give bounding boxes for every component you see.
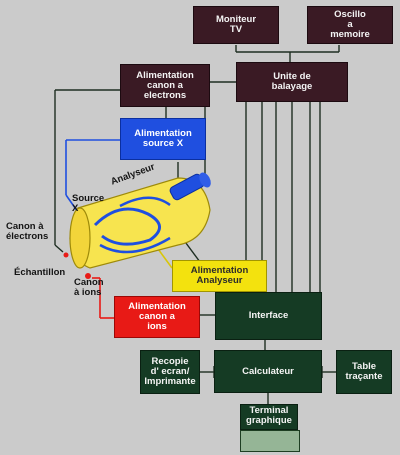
oscillo-memoire-box: Oscillo a memoire — [307, 6, 393, 44]
label-echantillon: Échantillon — [14, 267, 66, 278]
terminal-graphique-box: Terminal graphique — [240, 404, 298, 430]
alim-canon-ions-box: Alimentation canon a ions — [114, 296, 200, 338]
interface-box: Interface — [215, 292, 322, 340]
alim-canon-electrons-box: Alimentation canon a electrons — [120, 64, 210, 107]
label-source-x: Source X — [72, 193, 105, 214]
alim-analyseur-box: Alimentation Analyseur — [172, 260, 267, 292]
label-canon-electrons: Canon à électrons — [6, 221, 49, 242]
calculateur-box: Calculateur — [214, 350, 322, 393]
alim-source-x-box: Alimentation source X — [120, 118, 206, 160]
analyser-cylinder — [69, 172, 211, 269]
recopie-imprimante-box: Recopie d' ecran/ Imprimante — [140, 350, 200, 394]
label-canon-ions: Canon à ions — [74, 277, 104, 298]
table-tracante-box: Table traçante — [336, 350, 392, 394]
sample-dot — [63, 252, 69, 258]
moniteur-tv-box: Moniteur TV — [193, 6, 279, 44]
unite-balayage-box: Unite de balayage — [236, 62, 348, 102]
terminal-keyboard — [240, 430, 300, 452]
